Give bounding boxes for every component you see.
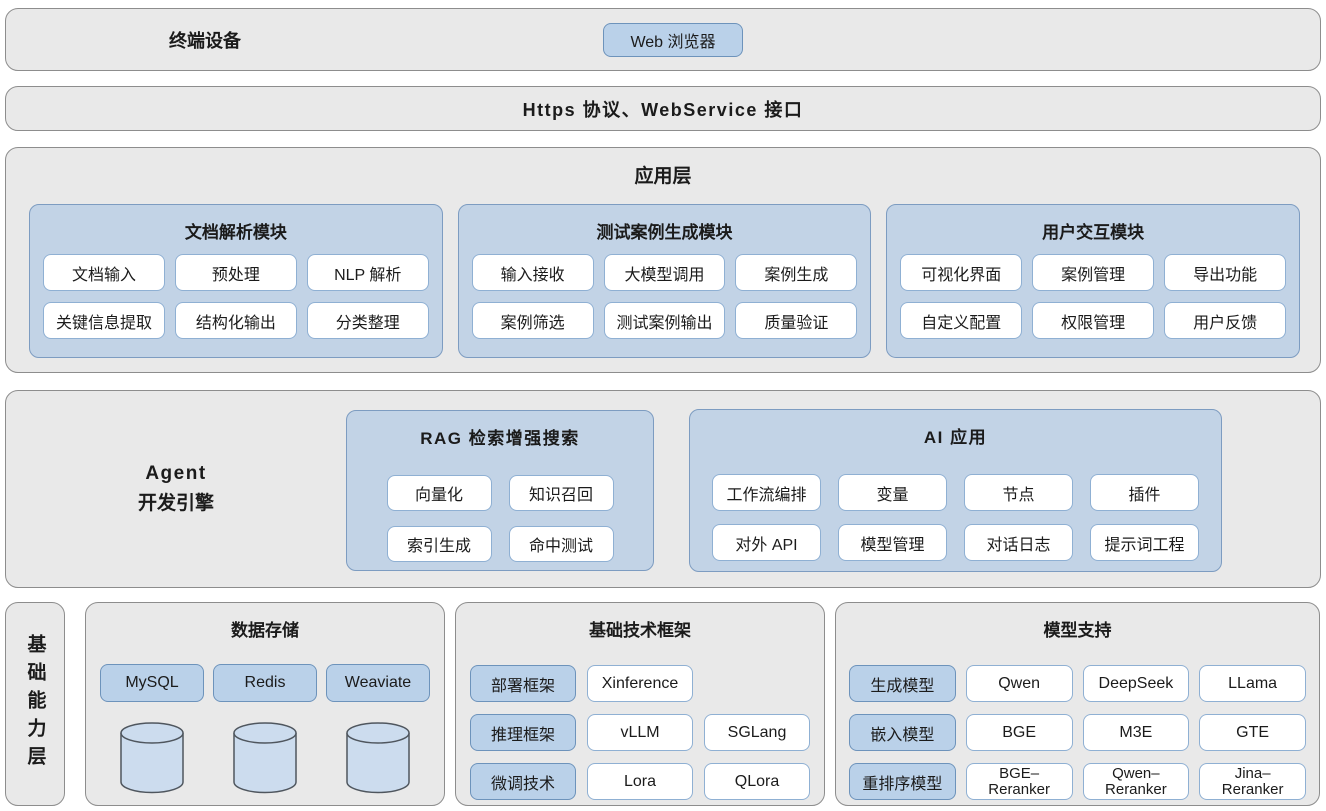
module-item: 权限管理	[1032, 302, 1155, 339]
ai-title: AI 应用	[923, 428, 988, 447]
module-item: 可视化界面	[900, 254, 1023, 291]
framework-row-label: 微调技术	[470, 763, 576, 800]
layer-protocol: Https 协议、WebService 接口	[5, 86, 1321, 131]
ai-item: 对外 API	[712, 524, 821, 561]
module-items: 输入接收 大模型调用 案例生成 案例筛选 测试案例输出 质量验证	[471, 254, 858, 339]
model-row-label: 嵌入模型	[849, 714, 956, 751]
rag-title: RAG 检索增强搜索	[420, 429, 580, 448]
module-item: 质量验证	[735, 302, 858, 339]
agent-label-line2: 开发引擎	[137, 493, 214, 514]
rag-items: 向量化 知识召回 索引生成 命中测试	[347, 475, 653, 562]
framework-item: SGLang	[704, 714, 810, 751]
module-item: 案例筛选	[471, 302, 594, 339]
module-user-interaction: 用户交互模块 可视化界面 案例管理 导出功能 自定义配置 权限管理 用户反馈	[886, 204, 1301, 358]
rag-item: 向量化	[386, 475, 492, 511]
layer-application: 应用层 文档解析模块 文档输入 预处理 NLP 解析 关键信息提取 结构化输出 …	[5, 147, 1321, 373]
agent-label-line1: Agent	[145, 463, 207, 484]
framework-item: QLora	[704, 763, 810, 800]
module-item: NLP 解析	[306, 254, 429, 291]
module-item: 输入接收	[471, 254, 594, 291]
ai-application-box: AI 应用 工作流编排 变量 节点 插件 对外 API 模型管理 对话日志 提示…	[689, 409, 1222, 572]
module-item: 关键信息提取	[43, 302, 165, 339]
module-item: 案例管理	[1032, 254, 1155, 291]
application-modules-row: 文档解析模块 文档输入 预处理 NLP 解析 关键信息提取 结构化输出 分类整理…	[29, 204, 1301, 358]
module-item: 案例生成	[735, 254, 858, 291]
tech-framework-box: 基础技术框架 部署框架 Xinference 推理框架 vLLM SGLang …	[455, 602, 825, 806]
module-item: 结构化输出	[174, 302, 297, 339]
agent-engine-label: Agent 开发引擎	[6, 391, 346, 587]
storage-item: Weaviate	[326, 664, 430, 702]
storage-item: MySQL	[100, 664, 204, 702]
module-item: 导出功能	[1164, 254, 1287, 291]
rag-item: 知识召回	[508, 475, 614, 511]
data-storage-box: 数据存储 MySQL Redis Weaviate	[85, 602, 445, 806]
foundation-layer-label: 基础能力层	[24, 634, 46, 774]
model-support-grid: 生成模型 Qwen DeepSeek LLama 嵌入模型 BGE M3E GT…	[849, 665, 1306, 800]
module-item: 自定义配置	[900, 302, 1023, 339]
module-document-parsing: 文档解析模块 文档输入 预处理 NLP 解析 关键信息提取 结构化输出 分类整理	[29, 204, 443, 358]
database-cylinder-icon	[213, 721, 317, 795]
ai-item: 提示词工程	[1090, 524, 1199, 561]
module-item: 预处理	[174, 254, 297, 291]
model-row-label: 重排序模型	[849, 763, 956, 800]
module-title: 用户交互模块	[1042, 223, 1145, 242]
ai-item: 节点	[964, 474, 1073, 511]
framework-item: Xinference	[587, 665, 693, 702]
module-testcase-generation: 测试案例生成模块 输入接收 大模型调用 案例生成 案例筛选 测试案例输出 质量验…	[457, 204, 872, 358]
layer-agent-engine: Agent 开发引擎 RAG 检索增强搜索 向量化 知识召回 索引生成 命中测试…	[5, 390, 1321, 588]
tech-framework-grid: 部署框架 Xinference 推理框架 vLLM SGLang 微调技术 Lo…	[470, 665, 810, 800]
model-item: BGE–Reranker	[965, 763, 1073, 800]
module-item: 文档输入	[43, 254, 165, 291]
module-items: 可视化界面 案例管理 导出功能 自定义配置 权限管理 用户反馈	[900, 254, 1287, 339]
model-support-title: 模型支持	[1043, 621, 1112, 640]
model-item: DeepSeek	[1082, 665, 1190, 702]
model-item: Qwen–Reranker	[1082, 763, 1190, 800]
storage-item: Redis	[213, 664, 317, 702]
data-storage-title: 数据存储	[231, 621, 299, 640]
database-cylinder-icon	[326, 721, 430, 795]
layer-terminal-devices: 终端设备 Web 浏览器	[5, 8, 1321, 71]
ai-items: 工作流编排 变量 节点 插件 对外 API 模型管理 对话日志 提示词工程	[712, 474, 1199, 561]
module-item: 测试案例输出	[603, 302, 726, 339]
module-item: 分类整理	[306, 302, 429, 339]
framework-row-label: 推理框架	[470, 714, 576, 751]
ai-item: 工作流编排	[712, 474, 821, 511]
model-item: Qwen	[965, 665, 1073, 702]
protocol-label: Https 协议、WebService 接口	[522, 99, 804, 120]
module-items: 文档输入 预处理 NLP 解析 关键信息提取 结构化输出 分类整理	[43, 254, 429, 339]
ai-item: 变量	[838, 474, 947, 511]
ai-item: 插件	[1090, 474, 1199, 511]
model-item: LLama	[1199, 665, 1306, 702]
module-item: 用户反馈	[1164, 302, 1287, 339]
model-row-label: 生成模型	[849, 665, 956, 702]
model-item: BGE	[965, 714, 1073, 751]
rag-item: 命中测试	[508, 526, 614, 562]
ai-item: 对话日志	[964, 524, 1073, 561]
rag-search-box: RAG 检索增强搜索 向量化 知识召回 索引生成 命中测试	[346, 410, 654, 571]
framework-item: Lora	[587, 763, 693, 800]
model-item: M3E	[1082, 714, 1190, 751]
ai-item: 模型管理	[838, 524, 947, 561]
framework-item: vLLM	[587, 714, 693, 751]
foundation-layer-label-box: 基础能力层	[5, 602, 65, 806]
application-layer-title: 应用层	[634, 166, 692, 187]
model-item: GTE	[1199, 714, 1306, 751]
module-title: 文档解析模块	[184, 223, 287, 242]
module-item: 大模型调用	[603, 254, 726, 291]
model-item: Jina–Reranker	[1199, 763, 1306, 800]
tech-framework-title: 基础技术框架	[589, 621, 691, 640]
framework-row-label: 部署框架	[470, 665, 576, 702]
model-support-box: 模型支持 生成模型 Qwen DeepSeek LLama 嵌入模型 BGE M…	[835, 602, 1320, 806]
web-browser-box: Web 浏览器	[603, 23, 743, 57]
storage-icons	[100, 721, 430, 795]
rag-item: 索引生成	[386, 526, 492, 562]
module-title: 测试案例生成模块	[596, 223, 733, 242]
terminal-devices-label: 终端设备	[169, 30, 241, 51]
storage-items: MySQL Redis Weaviate	[100, 664, 430, 702]
database-cylinder-icon	[100, 721, 204, 795]
